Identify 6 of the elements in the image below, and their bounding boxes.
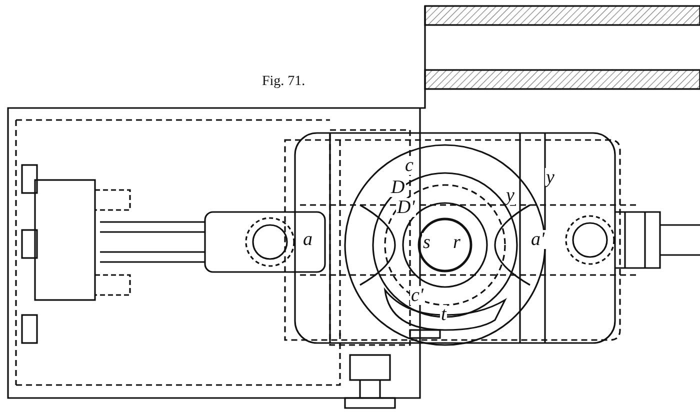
part-letter: D': [396, 198, 416, 217]
part-letter: c': [410, 286, 424, 305]
part-letter: a': [530, 230, 546, 249]
part-letter: D: [390, 178, 406, 197]
part-letter: y: [545, 168, 556, 187]
figure-title: Fig. 71.: [262, 74, 306, 90]
